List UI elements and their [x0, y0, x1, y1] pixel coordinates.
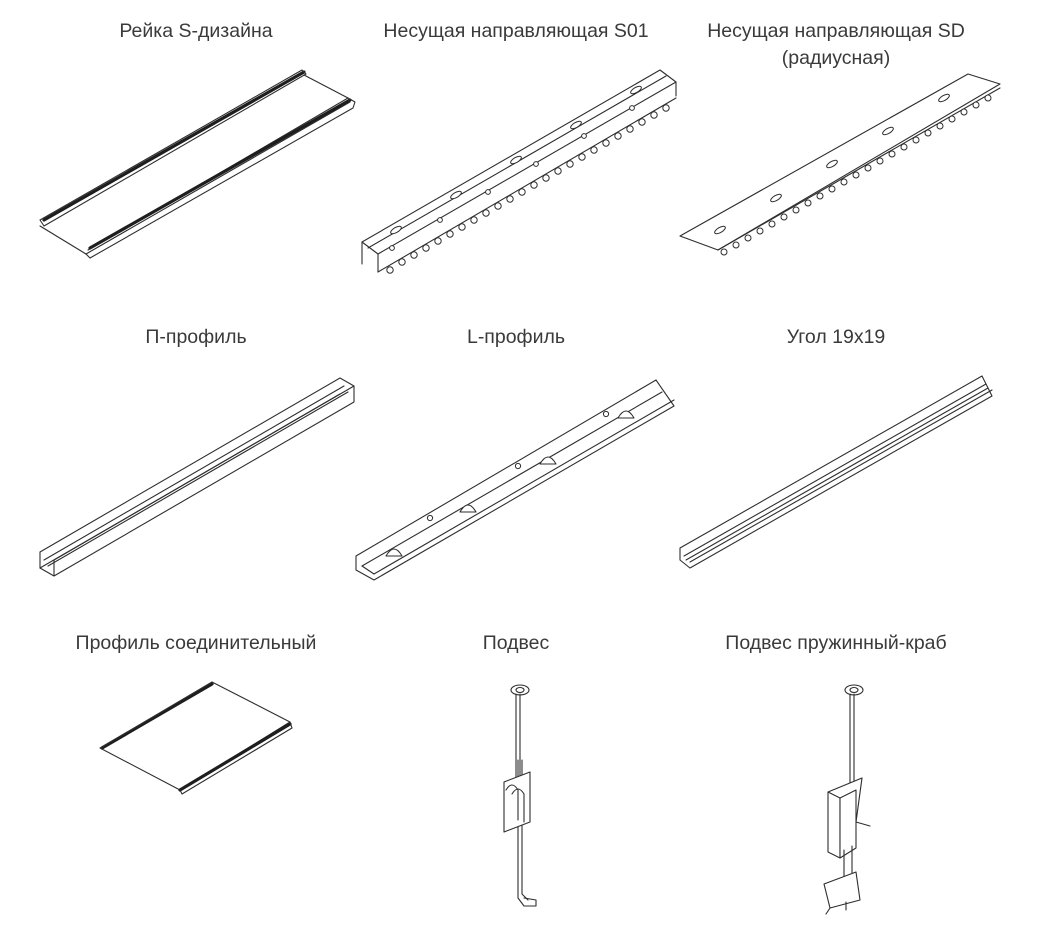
- item-title-l-profile: L-профиль: [466, 326, 566, 348]
- item-title-spring-crab-hanger: Подвес пружинный-краб: [725, 632, 947, 654]
- item-title-angle-19x19: Угол 19x19: [786, 326, 886, 348]
- item-title-s-design-rail: Рейка S-дизайна: [119, 20, 273, 42]
- item-title-p-profile: П-профиль: [145, 326, 247, 348]
- connecting-profile-drawing: [99, 681, 293, 795]
- item-title-carrier-rail-s01: Несущая направляющая S01: [383, 20, 649, 42]
- item-title-hanger: Подвес: [482, 632, 550, 654]
- carrier-rail-sd-radial-drawing: [679, 73, 1001, 256]
- l-profile-drawing: [355, 379, 675, 581]
- angle-19x19-drawing: [679, 375, 993, 569]
- hanger-drawing: [503, 684, 537, 907]
- p-profile-drawing: [39, 377, 355, 577]
- item-title-carrier-rail-sd: Несущая направляющая SD (радиусная): [707, 20, 965, 69]
- item-title-connecting-profile: Профиль соединительный: [75, 632, 317, 654]
- carrier-rail-s01-drawing: [361, 69, 677, 274]
- s-design-rail-drawing: [39, 69, 356, 259]
- spring-crab-hanger-drawing: [823, 684, 871, 915]
